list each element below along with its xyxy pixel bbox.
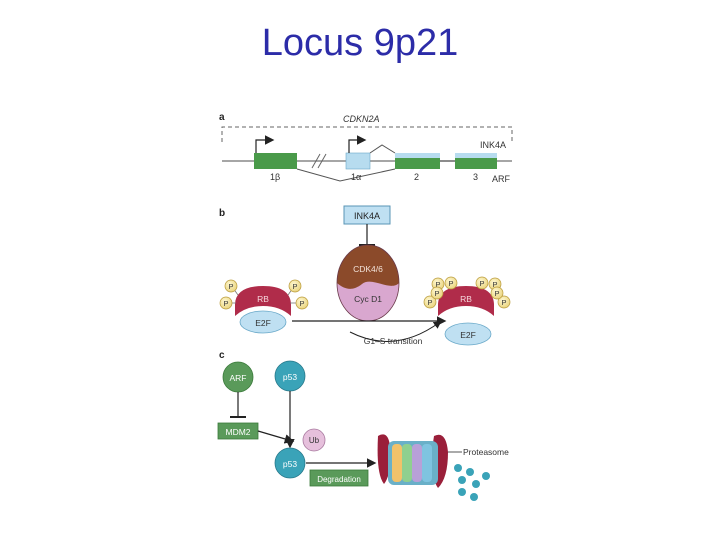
phosphate-icon [490,286,504,300]
p53-label-bottom: p53 [283,459,297,469]
proteasome-ring [392,444,402,482]
slide-title: Locus 9p21 [261,22,459,64]
ubiquitin-node [302,428,326,452]
mdm2-arrow [257,430,295,444]
tss-arrow-arf [255,135,275,153]
ink4a-transcript-label: INK4A [480,140,506,150]
phosphate-icon [475,276,489,290]
phosphate-label: P [292,282,297,291]
proteasome-cap-left [377,434,391,484]
phosphate-icon [224,279,238,293]
panel-c-label: c [219,350,225,361]
fragment-dot [482,472,490,480]
phosphates-right: P P P P P P P P [423,276,511,309]
rb-label-left: RB [257,294,269,304]
exon-2-ink4a-part [395,153,440,158]
tss-arrow-ink4a [348,135,367,153]
panel-a-label: a [219,112,225,123]
locus-bracket [221,126,513,142]
e2f-right [444,322,492,346]
fragment-dot [466,468,474,476]
proteasome-ring [422,444,432,482]
phosphate-icon [423,295,437,309]
cdk46-complex [337,245,399,289]
exon-label-3: 3 [473,172,478,182]
e2f-left [239,310,287,334]
phosphate-label: P [299,299,304,308]
phosphate-icon [288,279,302,293]
ink4a-box-label: INK4A [354,211,380,221]
p53-label-top: p53 [283,372,297,382]
rb-label-right: RB [460,294,472,304]
phosphate-label: P [479,279,484,288]
exon-1alpha [345,152,371,170]
phosphate-label: P [435,280,440,289]
degradation-box [309,469,369,487]
exon-label-1alpha: 1α [351,172,361,182]
cdk46-label: CDK4/6 [353,264,383,274]
exon-1beta [254,153,297,169]
phosphate-icon [219,296,233,310]
splice-ink4a [369,144,396,154]
proteasome-label: Proteasome [463,447,509,457]
phosphate-label: P [492,280,497,289]
gene-name-label: CDKN2A [343,114,380,124]
panel-b: b INK4A CDK4/6 Cyc D1 RB E2F P P P [219,205,511,346]
rb-protein-left [235,286,291,316]
phosphate-label: P [501,298,506,307]
degradation-label: Degradation [317,475,361,484]
proteasome-icon [377,434,448,488]
arf-transcript-label: ARF [492,174,511,184]
fragment-dot [472,480,480,488]
fragment-dot [454,464,462,472]
phosphate-label: P [494,289,499,298]
p53-node-bottom [274,447,306,479]
e2f-label-right: E2F [460,330,476,340]
mdm2-label: MDM2 [225,427,250,437]
rb-protein-right [438,286,494,316]
exon-label-2: 2 [414,172,419,182]
peptide-fragments [454,464,490,501]
fragment-dot [458,488,466,496]
phosphate-label: P [223,299,228,308]
phosphate-label: P [427,298,432,307]
g1-s-curve-arrow [349,320,442,342]
cyc-d1-label: Cyc D1 [354,294,382,304]
phosphates-left: P P P P [219,279,309,310]
exon-label-1beta: 1β [270,172,280,182]
break-mark [311,153,321,169]
panel-a: a CDKN2A 1β 1α 2 3 INK4A ARF [219,112,513,184]
phosphate-label: P [448,279,453,288]
arf-node-label: ARF [230,373,247,383]
panel-c: c ARF MDM2 p53 Ub p53 Degradation [217,350,509,501]
splice-arf [296,168,396,182]
phosphate-icon [430,286,444,300]
phosphate-label: P [228,282,233,291]
panel-b-label: b [219,208,225,219]
break-mark [317,153,327,169]
phosphate-label: P [434,289,439,298]
phosphate-icon [497,295,511,309]
g1-s-label: G1–S transition [364,336,423,346]
e2f-label-left: E2F [255,318,271,328]
fragment-dot [458,476,466,484]
phosphate-icon [295,296,309,310]
exon-3-ink4a-part [455,153,497,158]
proteasome-ring [402,444,412,482]
proteasome-ring [412,444,422,482]
phosphate-icon [444,276,458,290]
fragment-dot [470,493,478,501]
ubiquitin-label: Ub [309,436,320,445]
